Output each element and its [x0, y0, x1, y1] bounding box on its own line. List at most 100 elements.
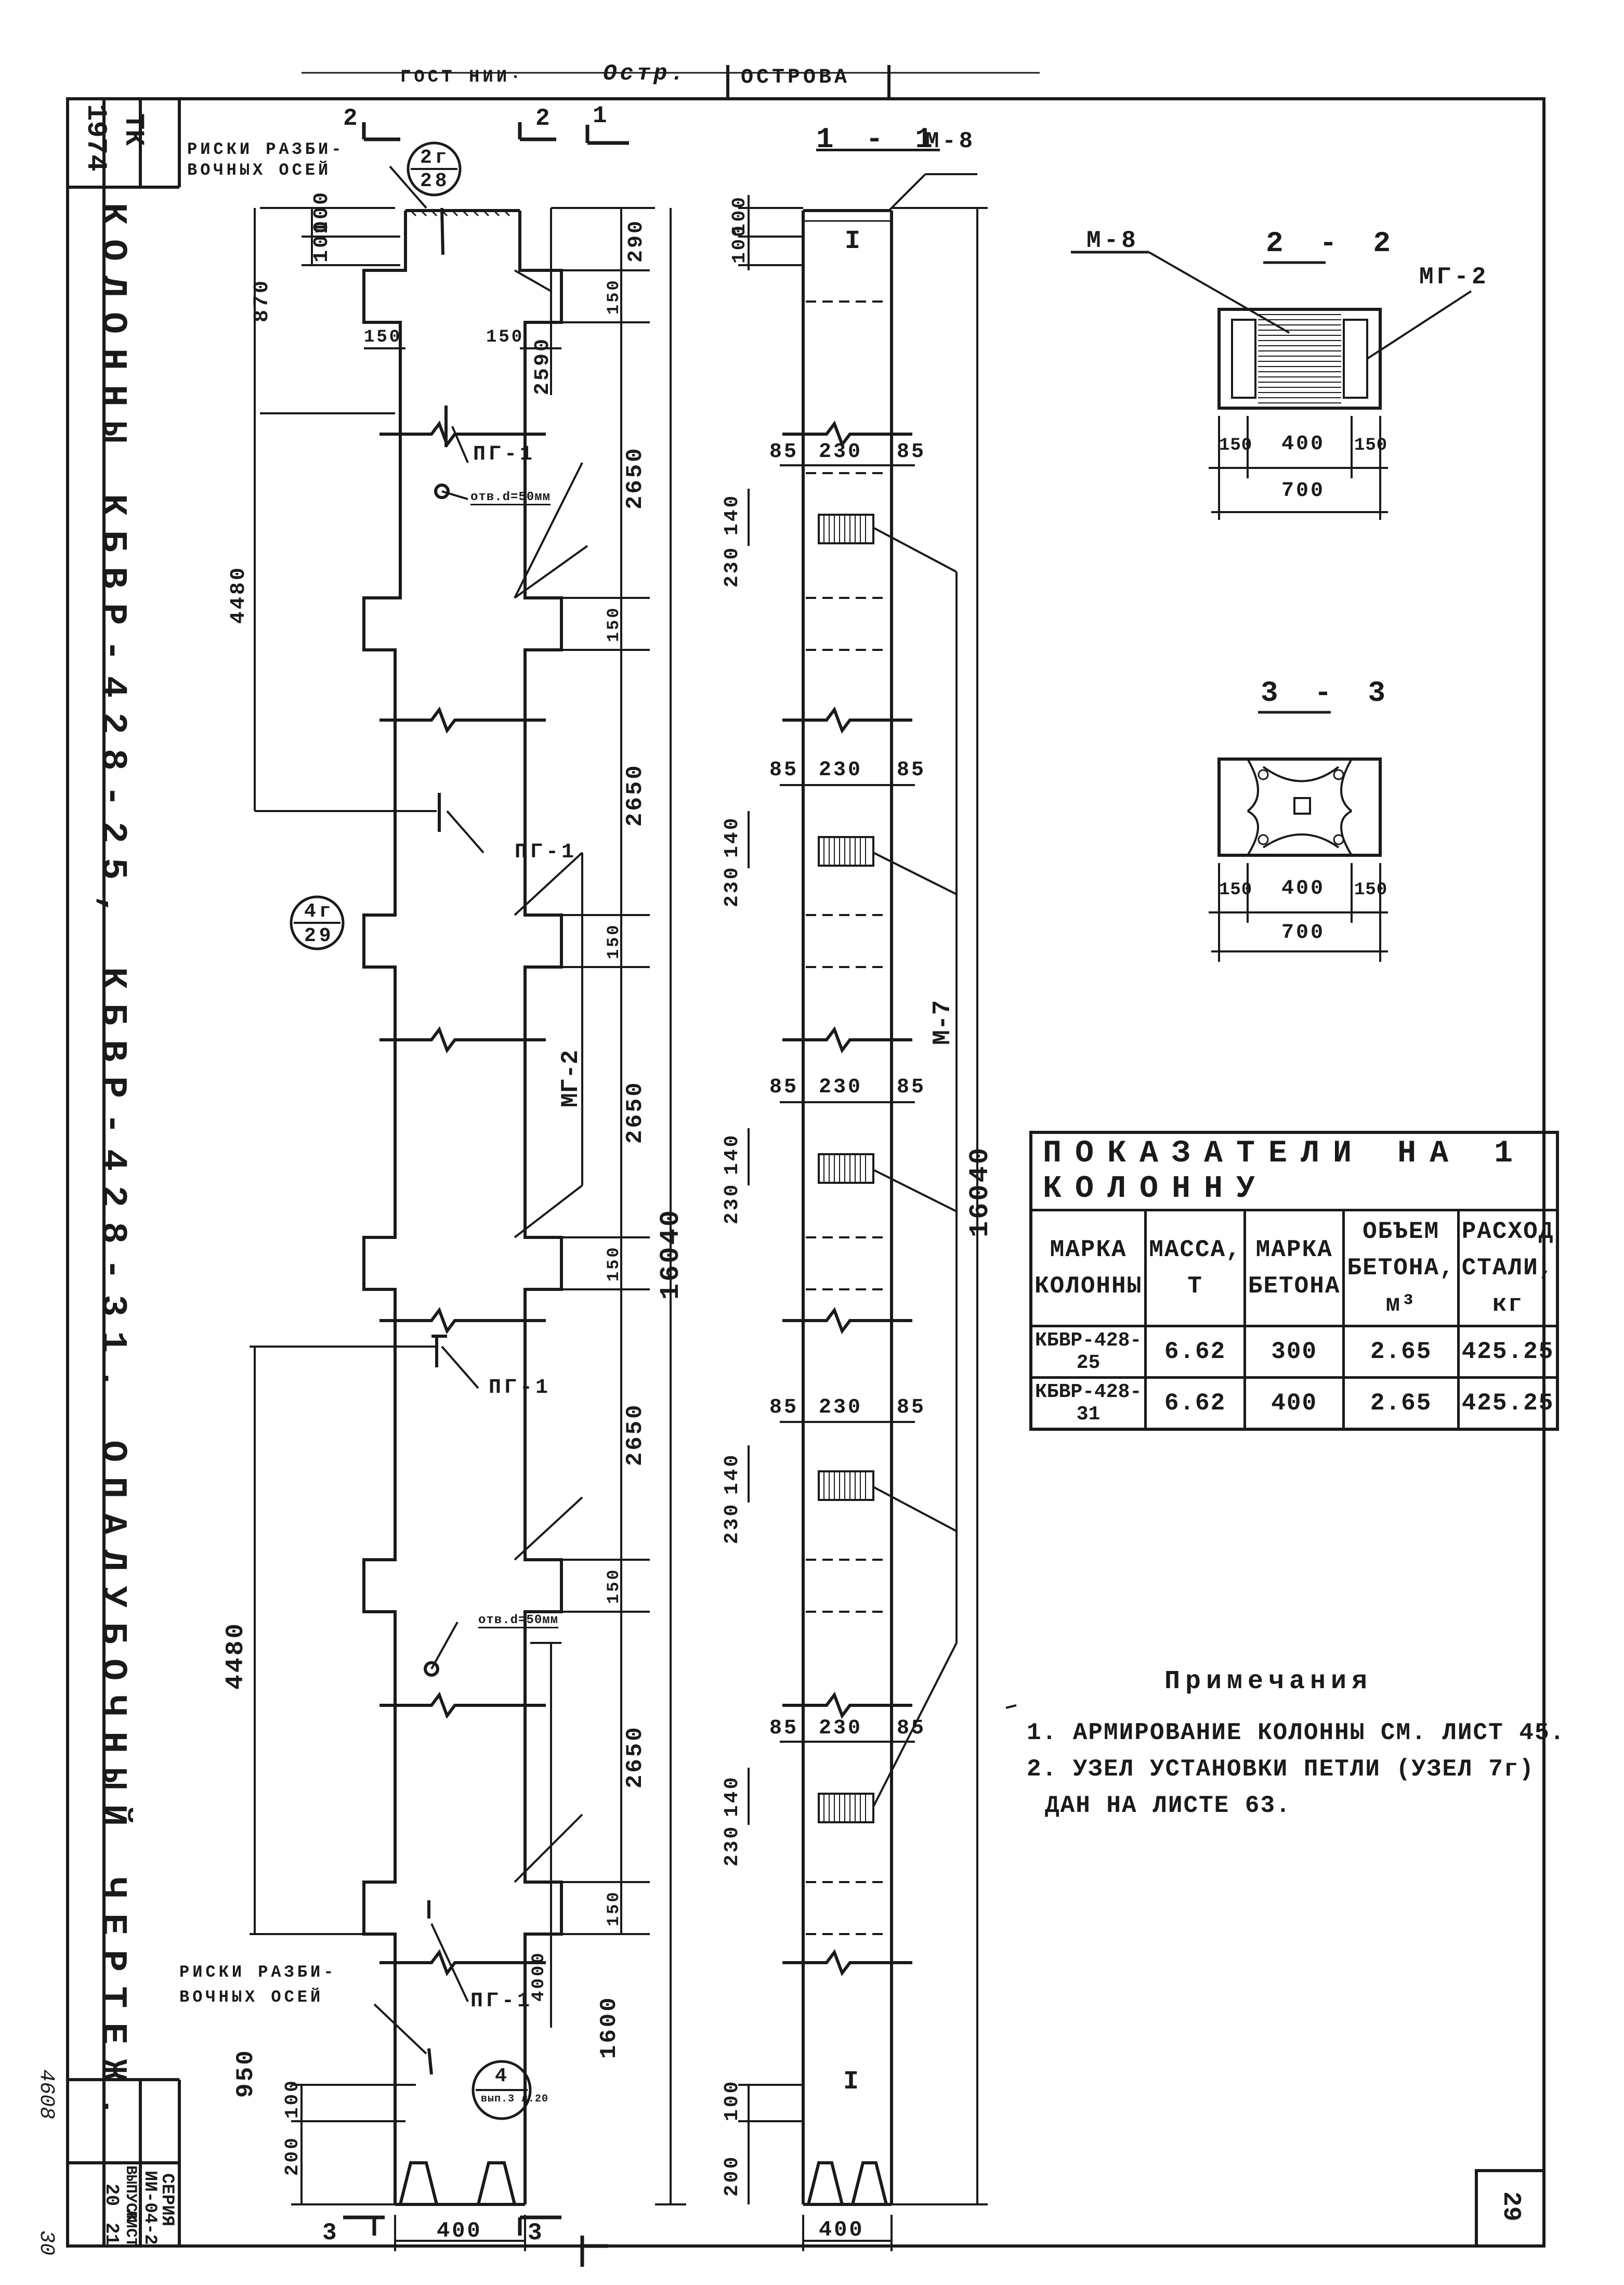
- dim-150-5: 150: [604, 1568, 623, 1604]
- s11-mark-I-top: I: [845, 227, 864, 256]
- s11-dim-85-l-3: 85: [769, 1076, 799, 1099]
- dim-200: 200: [282, 2136, 303, 2176]
- axis-marks-label-top: РИСКИ РАЗБИ- ВОЧНЫХ ОСЕЙ: [187, 140, 345, 180]
- s22-dim-150-l: 150: [1219, 436, 1253, 455]
- top-left-fragment: ГОСТ НИИ·: [400, 68, 524, 87]
- dim-2650-5: 2650: [622, 1725, 648, 1788]
- pg1-label-3: ПГ-1: [489, 1376, 552, 1400]
- notes-line-2: 2. УЗЕЛ УСТАНОВКИ ПЕТЛИ (УЗЕЛ 7г): [1027, 1756, 1535, 1783]
- top-stamp-signature: Остр.: [603, 61, 688, 87]
- s11-dim-140-1: 140: [721, 493, 743, 536]
- s11-dim-85-l-2: 85: [769, 759, 799, 782]
- section-1-1-drawing: [738, 173, 988, 2251]
- s11-dim-230-v-3: 230: [721, 1182, 743, 1224]
- dim-2650-3: 2650: [622, 1080, 648, 1144]
- table-cell: КБВР-428-25: [1029, 1325, 1147, 1379]
- s22-dim-400: 400: [1281, 433, 1326, 456]
- table-row: КБВР-428-31 6.62 400 2.65 425.25: [1029, 1376, 1559, 1431]
- dim-100-c: 100: [282, 2079, 303, 2119]
- s22-dim-700: 700: [1281, 479, 1326, 503]
- s11-dim-85-r-5: 85: [897, 1717, 926, 1740]
- table-cell: КБВР-428-31: [1029, 1376, 1147, 1431]
- table-row: КБВР-428-25 6.62 300 2.65 425.25: [1029, 1325, 1559, 1379]
- section-2-2-title: 2 - 2: [1266, 227, 1400, 260]
- callout-4-bottom: вып.3 л.20: [481, 2093, 549, 2105]
- stamp-series-value: ИИ-04-2: [140, 2171, 160, 2245]
- table-header-cell: МАССА, Т: [1144, 1209, 1246, 1327]
- dim-150-2: 150: [604, 606, 623, 642]
- notes-line-1: 1. АРМИРОВАНИЕ КОЛОННЫ СМ. ЛИСТ 45.: [1027, 1719, 1566, 1746]
- axis-marks-label-bottom: РИСКИ РАЗБИ- ВОЧНЫХ ОСЕЙ: [179, 1963, 337, 2007]
- pg1-label-4: ПГ-1: [470, 1990, 533, 2013]
- top-right-label: ОСТРОВА: [741, 66, 850, 89]
- section-2-marker-left: 2: [343, 105, 361, 132]
- s22-dim-150-r: 150: [1354, 436, 1388, 455]
- notes-line-3: ДАН НА ЛИСТЕ 63.: [1045, 1792, 1291, 1819]
- stamp-issue-value: 20: [101, 2184, 122, 2206]
- table-header-cell: МАРКА БЕТОНА: [1243, 1209, 1345, 1327]
- section-2-2-mg2: МГ-2: [1419, 264, 1489, 291]
- pg1-label-2: ПГ-1: [515, 841, 578, 864]
- table-cell: 2.65: [1342, 1376, 1460, 1431]
- stamp-tk: ТК: [118, 113, 149, 146]
- section-1-1-title: 1 - 1: [816, 123, 940, 156]
- dim-150-3: 150: [604, 923, 623, 959]
- s11-dim-16040: 16040: [965, 1145, 996, 1237]
- s11-dim-230-2: 230: [819, 759, 863, 782]
- table-header-row: МАРКА КОЛОННЫ МАССА, Т МАРКА БЕТОНА ОБЪЕ…: [1029, 1209, 1559, 1327]
- s11-dim-140-5: 140: [721, 1775, 743, 1817]
- dim-4000: 4000: [529, 1951, 549, 2002]
- dim-2650-2: 2650: [622, 763, 648, 827]
- s33-dim-150-l: 150: [1219, 880, 1253, 900]
- doc-number: 4608: [34, 2069, 58, 2120]
- s11-dim-100-b: 100: [729, 224, 750, 264]
- dim-100-b: 100: [310, 218, 334, 263]
- dim-2650-4: 2650: [622, 1403, 648, 1466]
- hole-note-1: отв.d=50мм: [470, 490, 551, 505]
- dim-4480-bottom: 4480: [222, 1621, 250, 1690]
- s11-dim-85-r-4: 85: [897, 1396, 926, 1419]
- callout-4g-bottom: 29: [304, 925, 334, 947]
- section-1-1-m8: М-8: [925, 128, 976, 154]
- table-header-cell: ОБЪЕМ БЕТОНА, м³: [1342, 1209, 1460, 1327]
- mg2-label: МГ-2: [557, 1050, 584, 1107]
- indicators-table: ПОКАЗАТЕЛИ НА 1 КОЛОННУ МАРКА КОЛОННЫ МА…: [1029, 1131, 1560, 1431]
- section-1-marker: 1: [593, 102, 610, 129]
- s11-dim-230-4: 230: [819, 1396, 863, 1419]
- table-cell: 300: [1243, 1325, 1345, 1379]
- stamp-sheet-label: ЛИСТ: [122, 2210, 139, 2248]
- hole-note-2: отв.d=50мм: [478, 1613, 559, 1628]
- section-2-2-drawing: [1071, 251, 1472, 520]
- section-2-marker-right: 2: [535, 105, 553, 132]
- section-3-marker-right: 3: [528, 2219, 545, 2247]
- dim-2590: 2590: [531, 336, 555, 395]
- dim-150-left: 150: [364, 328, 402, 347]
- table-cell: 425.25: [1457, 1376, 1559, 1431]
- callout-4-top: 4: [495, 2065, 510, 2087]
- stamp-sheet-value: 21: [101, 2223, 122, 2245]
- s11-dim-140-2: 140: [721, 816, 743, 858]
- table-cell: 425.25: [1457, 1325, 1559, 1379]
- s11-dim-230-3: 230: [819, 1076, 863, 1099]
- dim-150-6: 150: [604, 1890, 623, 1926]
- s11-dim-230-v-1: 230: [721, 545, 743, 587]
- s11-mark-I-bottom: I: [843, 2067, 862, 2097]
- s11-dim-85-l-5: 85: [769, 1717, 799, 1740]
- table-cell: 6.62: [1144, 1325, 1246, 1379]
- s11-dim-140-3: 140: [721, 1133, 743, 1175]
- table-cell: 2.65: [1342, 1325, 1460, 1379]
- page-number: 29: [1497, 2191, 1525, 2222]
- s11-dim-230-v-5: 230: [721, 1824, 743, 1866]
- s33-dim-150-r: 150: [1354, 880, 1388, 900]
- s11-dim-400: 400: [819, 2217, 865, 2242]
- section-3-marker-left: 3: [322, 2219, 340, 2247]
- notes-title: Примечания: [1164, 1667, 1373, 1696]
- s33-dim-400: 400: [1281, 877, 1326, 900]
- s11-dim-85-l-1: 85: [769, 440, 799, 464]
- callout-2g-bottom: 28: [420, 170, 450, 192]
- s11-dim-200: 200: [721, 2155, 743, 2197]
- section-2-2-m8: М-8: [1086, 227, 1139, 254]
- dim-150-right: 150: [486, 328, 525, 347]
- s11-dim-85-l-4: 85: [769, 1396, 799, 1419]
